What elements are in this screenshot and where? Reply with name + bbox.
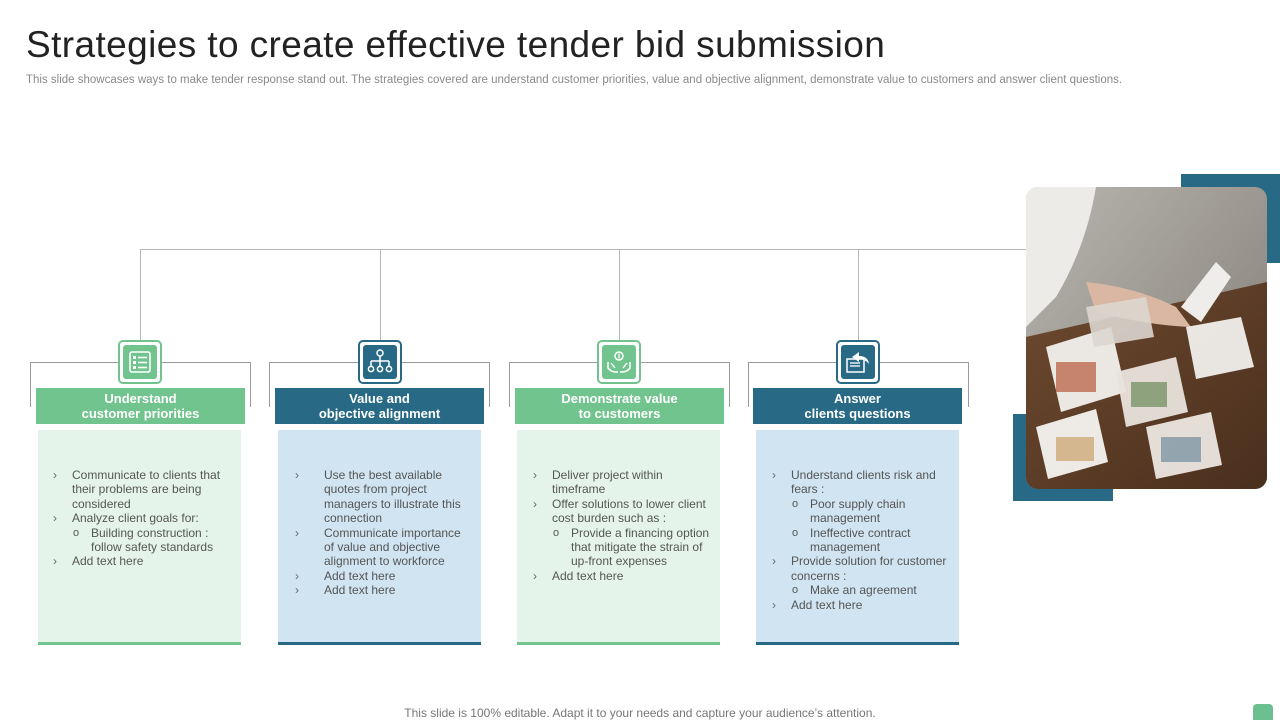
card-body: Use the best available quotes from proje… (278, 430, 481, 645)
list-item-text: Offer solutions to lower client cost bur… (552, 496, 706, 526)
card-icon-frame (118, 340, 162, 384)
connector-card-1 (140, 249, 141, 341)
card-icon-frame (836, 340, 880, 384)
photo-image (1026, 187, 1267, 489)
sub-list: Make an agreement (791, 583, 949, 598)
card-header: Demonstrate value to customers (515, 388, 724, 424)
list-item: Add text here (294, 569, 471, 584)
list-item: Add text here (771, 598, 949, 613)
bullet-list: Use the best available quotes from proje… (294, 468, 471, 598)
list-item-text: Analyze client goals for: (72, 511, 199, 526)
sub-list: Poor supply chain management Ineffective… (791, 497, 949, 555)
list-item: Communicate to clients that their proble… (52, 468, 231, 511)
card-body: Deliver project within timeframe Offer s… (517, 430, 720, 645)
list-item: Add text here (294, 583, 471, 598)
sub-list: Building construction : follow safety st… (72, 526, 231, 555)
bullet-list: Deliver project within timeframe Offer s… (532, 468, 710, 584)
list-item: Understand clients risk and fears : Poor… (771, 468, 949, 554)
connector-card-4 (858, 249, 859, 341)
sub-list-item: Make an agreement (791, 583, 949, 598)
page-title: Strategies to create effective tender bi… (26, 24, 886, 65)
connector-horizontal (140, 249, 1030, 250)
bullet-list: Understand clients risk and fears : Poor… (771, 468, 949, 612)
page-subtitle: This slide showcases ways to make tender… (26, 74, 1123, 86)
footer-note: This slide is 100% editable. Adapt it to… (404, 706, 876, 720)
sub-list-item: Poor supply chain management (791, 497, 949, 526)
checklist-icon (123, 345, 157, 379)
sub-list-item: Ineffective contract management (791, 526, 949, 555)
connector-card-3 (619, 249, 620, 341)
list-item: Provide solution for customer concerns :… (771, 554, 949, 598)
sub-list-item: Building construction : follow safety st… (72, 526, 231, 555)
card-body: Understand clients risk and fears : Poor… (756, 430, 959, 645)
list-item: Add text here (532, 569, 710, 584)
sub-list: Provide a financing option that mitigate… (552, 526, 710, 569)
reply-icon (841, 345, 875, 379)
list-item: Analyze client goals for: Building const… (52, 511, 231, 554)
card-icon-frame (597, 340, 641, 384)
card-header: Answer clients questions (753, 388, 962, 424)
card-icon-frame (358, 340, 402, 384)
bullet-list: Communicate to clients that their proble… (52, 468, 231, 569)
sub-list-item: Provide a financing option that mitigate… (552, 526, 710, 569)
card-body: Communicate to clients that their proble… (38, 430, 241, 645)
card-header: Understand customer priorities (36, 388, 245, 424)
corner-badge (1253, 704, 1273, 720)
list-item: Communicate importance of value and obje… (294, 526, 471, 569)
list-item: Offer solutions to lower client cost bur… (532, 497, 710, 569)
list-item-text: Provide solution for customer concerns : (791, 554, 947, 583)
connector-card-2 (380, 249, 381, 341)
card-header: Value and objective alignment (275, 388, 484, 424)
list-item: Add text here (52, 554, 231, 569)
org-chart-icon (363, 345, 397, 379)
value-hands-icon (602, 345, 636, 379)
list-item: Use the best available quotes from proje… (294, 468, 471, 526)
list-item-text: Understand clients risk and fears : (791, 468, 936, 497)
list-item: Deliver project within timeframe (532, 468, 710, 497)
